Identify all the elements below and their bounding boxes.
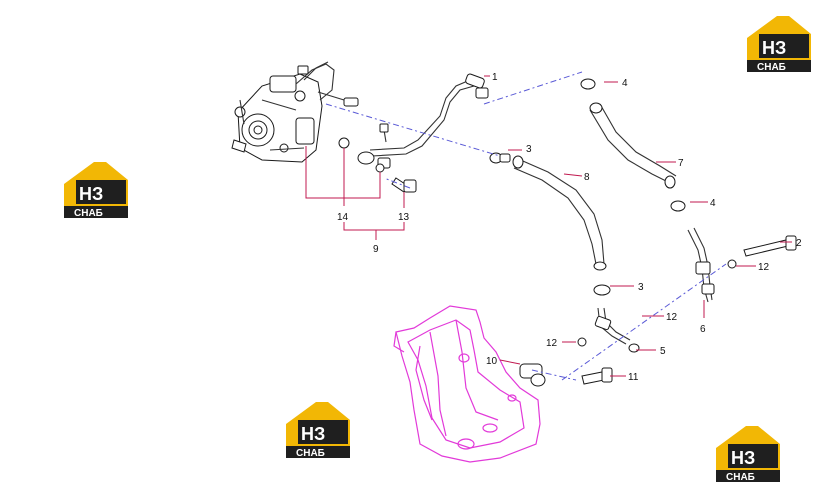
callout-13: 13 — [398, 212, 410, 223]
callout-11: 11 — [628, 372, 639, 383]
callout-3-top: 3 — [526, 144, 532, 155]
callout-7: 7 — [678, 158, 684, 169]
watermark-title: НЗ — [731, 448, 755, 468]
watermark-logo: НЗ СНАБ — [716, 426, 780, 483]
fuel-pipe-1 — [357, 73, 489, 169]
washers-14 — [338, 137, 385, 173]
callout-5: 5 — [660, 346, 666, 357]
callout-12-left: 12 — [546, 338, 558, 349]
callout-3-mid: 3 — [638, 282, 644, 293]
watermark-title: НЗ — [762, 38, 786, 58]
watermark-subtitle: СНАБ — [296, 448, 325, 459]
callout-labels: 1 4 3 7 8 4 2 12 3 12 6 5 12 10 11 14 13… — [337, 72, 802, 383]
watermark-subtitle: СНАБ — [757, 62, 786, 73]
callout-9: 9 — [373, 244, 379, 255]
watermark-title: НЗ — [301, 424, 325, 444]
mounting-bracket — [393, 305, 541, 463]
callout-2: 2 — [796, 238, 802, 249]
bolt-13 — [391, 177, 417, 193]
leader-lines — [305, 75, 792, 377]
callout-1: 1 — [492, 72, 498, 83]
callout-8: 8 — [584, 172, 590, 183]
callout-4-top: 4 — [622, 78, 628, 89]
callout-12-mid: 12 — [666, 312, 678, 323]
watermark-logo: НЗ СНАБ — [747, 16, 811, 73]
watermark-subtitle: СНАБ — [726, 472, 755, 483]
hose-8 — [489, 152, 607, 271]
bolt-2 — [743, 235, 797, 257]
bolt-11 — [581, 367, 613, 385]
callout-4-mid: 4 — [710, 198, 716, 209]
callout-14: 14 — [337, 212, 349, 223]
hose-7 — [580, 78, 686, 212]
callout-10: 10 — [486, 356, 498, 367]
watermark-title: НЗ — [79, 184, 103, 204]
callout-12-right: 12 — [758, 262, 770, 273]
banjo-fitting-10 — [519, 337, 587, 387]
callout-6: 6 — [700, 324, 706, 335]
fuel-pipe-5 — [593, 284, 640, 353]
centerlines — [325, 71, 727, 381]
fuel-pump-assembly — [231, 61, 359, 163]
watermark-logo: НЗ СНАБ — [286, 402, 350, 459]
watermark-logo: НЗ СНАБ — [64, 162, 128, 219]
fuel-pipe-6 — [687, 227, 737, 303]
watermark-subtitle: СНАБ — [74, 208, 103, 219]
